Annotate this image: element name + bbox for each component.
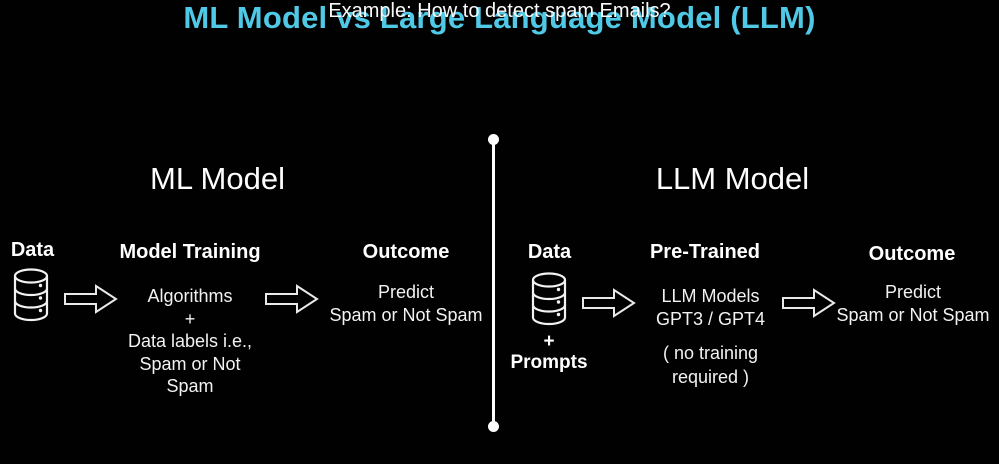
divider-top-dot	[487, 133, 499, 145]
database-icon	[12, 268, 50, 322]
database-icon	[530, 272, 568, 326]
ml-model-heading: ML Model	[150, 161, 285, 196]
model-training-header: Model Training	[119, 241, 261, 263]
llm-model-heading: LLM Model	[655, 161, 810, 196]
ml-outcome-body: Predict Spam or Not Spam	[329, 282, 483, 325]
ml-data-label: Data	[10, 239, 55, 261]
vertical-divider-line	[491, 139, 495, 426]
llm-outcome-body: Predict Spam or Not Spam	[836, 282, 990, 325]
page-title: ML Model vs Large Language Model (LLM)	[183, 0, 816, 35]
page-subtitle: Example: How to detect spam Emails?	[328, 0, 671, 22]
ml-outcome-header: Outcome	[362, 241, 450, 263]
flow-arrow-icon	[265, 283, 319, 315]
flow-arrow-icon	[582, 287, 636, 319]
plus-prompts-label: + Prompts	[510, 331, 588, 373]
pretrained-body: LLM Models GPT3 / GPT4	[655, 286, 766, 329]
pretrained-header: Pre-Trained	[649, 241, 761, 263]
llm-data-label: Data	[527, 241, 572, 263]
pretrained-note: ( no training required )	[662, 343, 759, 387]
llm-outcome-header: Outcome	[868, 243, 956, 265]
divider-bottom-dot	[487, 420, 499, 432]
model-training-body: Algorithms + Data labels i.e., Spam or N…	[127, 286, 253, 396]
flow-arrow-icon	[782, 287, 836, 319]
flow-arrow-icon	[64, 283, 118, 315]
